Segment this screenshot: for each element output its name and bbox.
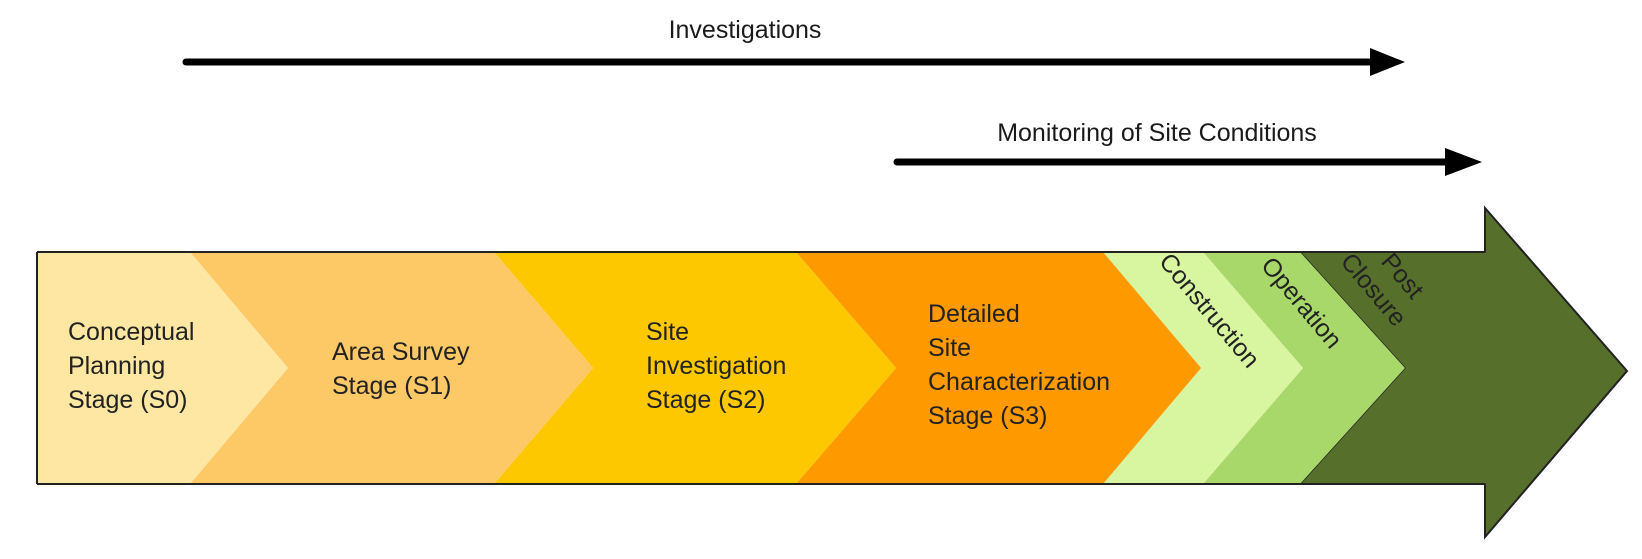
process-arrow-head-outline xyxy=(1484,205,1629,540)
stage-s3-line-3: Characterization xyxy=(928,368,1110,396)
stage-s3-label: Detailed Site Characterization Stage (S3… xyxy=(928,300,1117,430)
process-arrow xyxy=(36,205,1629,540)
stage-s0-line-2: Planning xyxy=(68,352,165,380)
stage-s0-line-3: Stage (S0) xyxy=(68,386,188,414)
stage-s2-line-2: Investigation xyxy=(646,352,786,380)
stage-s3-line-2: Site xyxy=(928,334,971,362)
stage-s1-line-2: Stage (S1) xyxy=(332,372,452,400)
stage-construction xyxy=(1103,252,1303,484)
stage-s2-line-1: Site xyxy=(646,318,689,346)
investigations-label: Investigations xyxy=(669,16,822,44)
stage-s0-line-1: Conceptual xyxy=(68,318,194,346)
stage-s2-line-3: Stage (S2) xyxy=(646,386,766,414)
stage-s1-line-1: Area Survey xyxy=(332,338,470,366)
investigations-arrow-head xyxy=(1370,48,1405,76)
stage-operation xyxy=(1203,252,1405,484)
investigations-arrow: Investigations xyxy=(182,16,1405,76)
stage-s2-label: Site Investigation Stage (S2) xyxy=(646,318,793,414)
stage-s0-label: Conceptual Planning Stage (S0) xyxy=(68,318,201,414)
stage-s3-line-4: Stage (S3) xyxy=(928,402,1048,430)
monitoring-arrow-head xyxy=(1445,148,1482,176)
stage-s3 xyxy=(796,252,1201,484)
monitoring-arrow: Monitoring of Site Conditions xyxy=(893,119,1482,176)
stage-s2 xyxy=(494,252,896,484)
monitoring-label: Monitoring of Site Conditions xyxy=(997,119,1317,147)
stage-s1-label: Area Survey Stage (S1) xyxy=(332,338,477,400)
stage-s0 xyxy=(37,252,288,484)
stage-s1 xyxy=(190,252,593,484)
stage-s3-line-1: Detailed xyxy=(928,300,1020,328)
